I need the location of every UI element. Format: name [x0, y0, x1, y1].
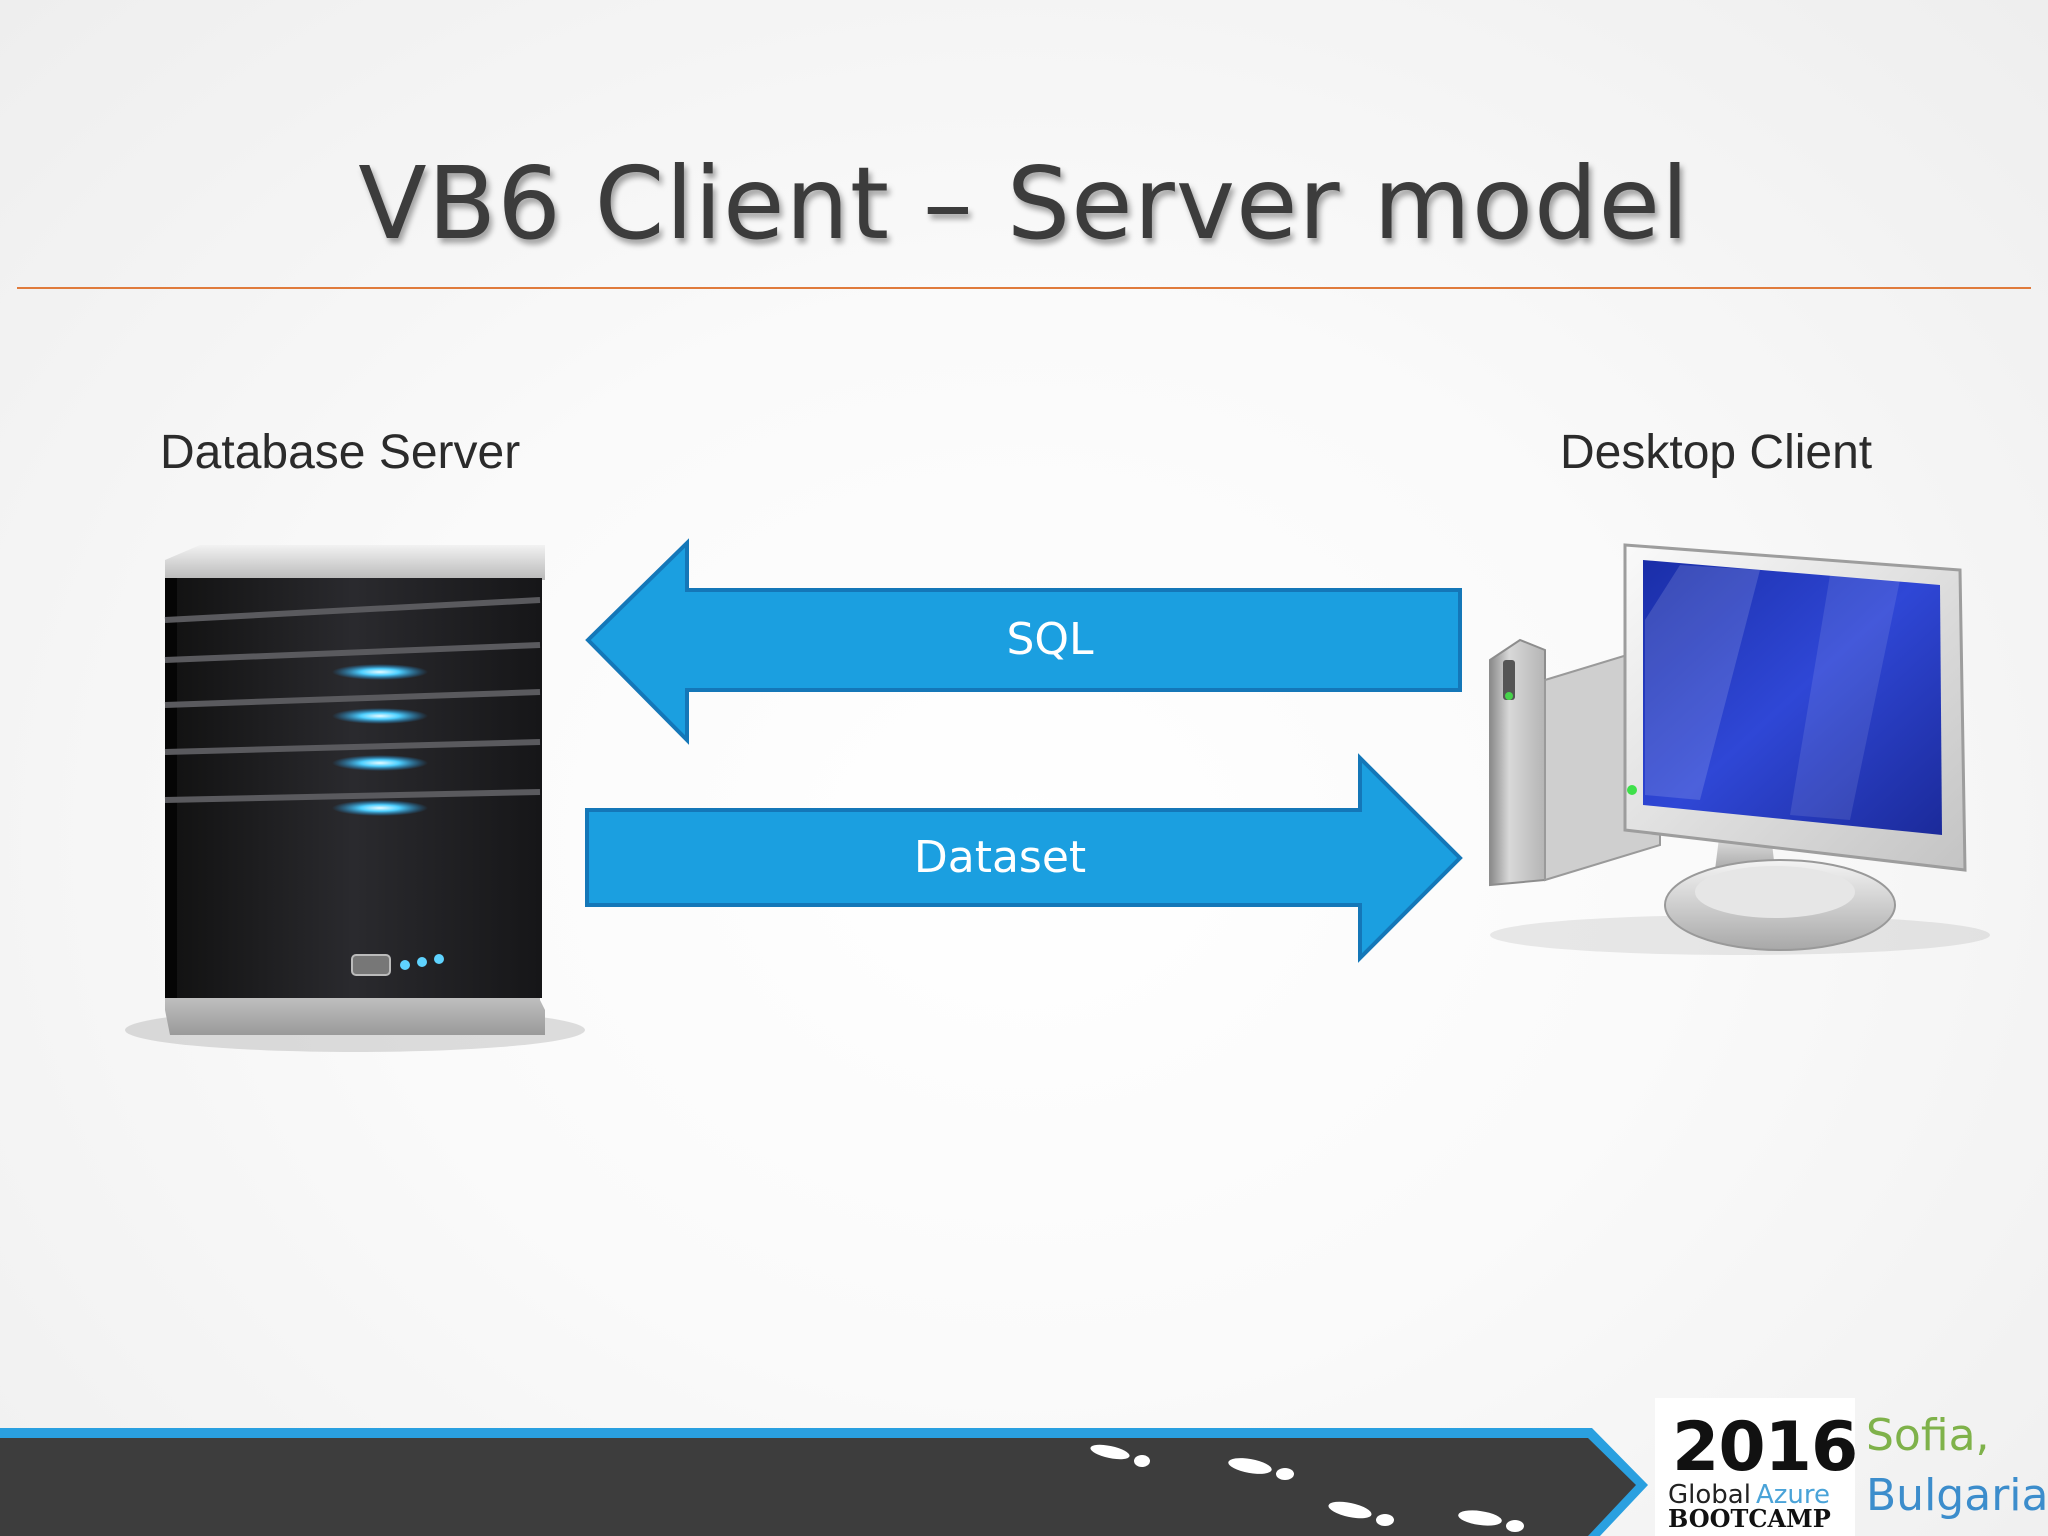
slide-title: VB6 Client – Server model — [358, 145, 1690, 262]
dataset-arrow-label: Dataset — [913, 832, 1087, 883]
desktop-client-label: Desktop Client — [1560, 426, 1873, 479]
logo-azure-text: Azure — [1756, 1480, 1831, 1510]
dataset-arrow — [585, 753, 1463, 963]
database-server-icon — [125, 545, 585, 1052]
logo-card — [1655, 1398, 1855, 1536]
location-city: Sofia, — [1866, 1410, 1990, 1461]
logo-global-text: Global — [1668, 1480, 1751, 1510]
footer-bar — [0, 1428, 1648, 1536]
sql-arrow-label: SQL — [1006, 614, 1094, 665]
logo-year: 2016 — [1672, 1408, 1858, 1487]
sql-arrow — [585, 538, 1462, 745]
database-server-label: Database Server — [160, 426, 521, 479]
title-divider — [17, 287, 2031, 289]
logo-bootcamp-text: BOOTCAMP — [1668, 1504, 1831, 1533]
desktop-client-icon — [1489, 543, 1990, 955]
location-country: Bulgaria — [1866, 1470, 2048, 1521]
footprints-icon — [1090, 1444, 1524, 1532]
